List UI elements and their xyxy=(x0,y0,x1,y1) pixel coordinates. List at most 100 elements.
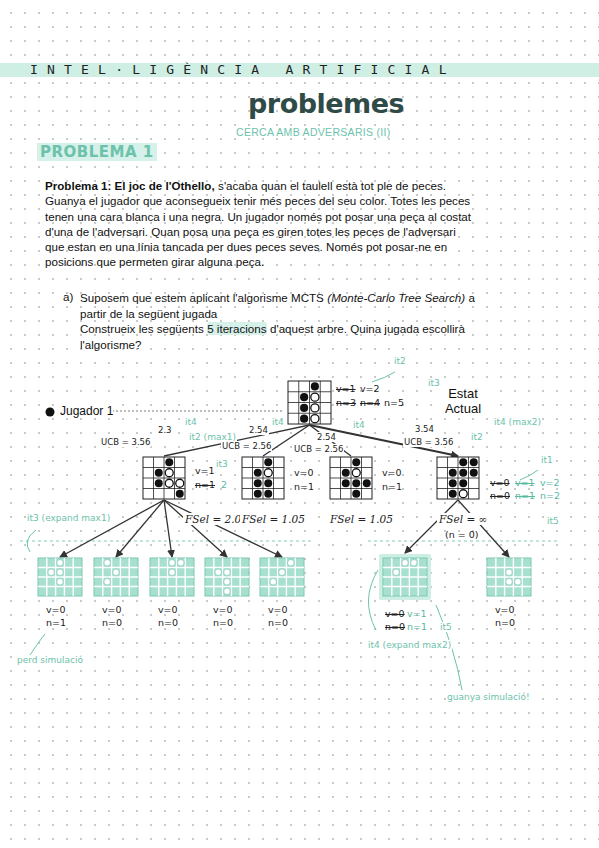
annotation: it4 xyxy=(184,417,198,427)
annotation: it4 (expand max2) xyxy=(367,640,452,650)
annotation: 2.54 xyxy=(316,432,337,442)
node-value: v=1 xyxy=(195,465,215,476)
board-drawing xyxy=(38,558,82,596)
node-value: n=0 xyxy=(385,621,405,632)
tree-edge xyxy=(164,425,310,456)
node-value: v=1 xyxy=(336,383,356,394)
board-drawing xyxy=(260,558,304,596)
annotation: it2 xyxy=(470,432,484,442)
annotation: it5 xyxy=(546,516,560,526)
label: CERCA AMB ADVERSARIS (II) xyxy=(236,126,391,138)
question-text: Suposem que estem aplicant l'algorisme M… xyxy=(80,291,324,304)
label: Estat Actual xyxy=(437,386,489,416)
node-value: 2 xyxy=(221,479,227,490)
fsel-value: FSel = ∞ xyxy=(437,513,489,525)
tree-edge xyxy=(164,500,227,557)
node-value: v=1 xyxy=(515,477,535,488)
annotation: guanya simulació! xyxy=(446,692,531,702)
board-drawing xyxy=(487,558,531,596)
board-drawing xyxy=(383,558,427,596)
node-value: n=3 xyxy=(336,397,356,408)
board-drawing xyxy=(330,457,372,499)
annotation: it1 xyxy=(540,455,554,465)
node-value: v=1 xyxy=(407,608,427,619)
annotation: UCB = 2.56 xyxy=(221,441,272,451)
question-text: Construeix les següents xyxy=(80,322,204,335)
dotted-divider xyxy=(368,540,560,541)
node-value: n=5 xyxy=(384,397,404,408)
board-drawing xyxy=(150,558,194,596)
node-value: n=0 xyxy=(158,617,178,628)
problem-paragraph: Problema 1: El joc de l'Othello,s'acaba … xyxy=(45,178,475,270)
question-text: Suposem que estem aplicant l'algorisme M… xyxy=(80,290,480,352)
annotation: it5 xyxy=(439,622,453,632)
label: INTEL·LIGÈNCIA ARTIFICIAL xyxy=(30,62,456,77)
board-drawing xyxy=(437,457,479,499)
annotation: UCB = 3.56 xyxy=(100,437,151,447)
annotation: UCB = 3.56 xyxy=(403,437,454,447)
mint-leader xyxy=(30,634,45,655)
node-value: n=1 xyxy=(407,621,427,632)
mint-leader xyxy=(372,372,395,382)
board-drawing xyxy=(143,457,185,499)
board-drawing xyxy=(242,457,284,499)
dotted-divider xyxy=(20,540,312,541)
annotation: 2.3 xyxy=(157,425,173,435)
label: a) xyxy=(63,290,73,303)
annotation: it4 xyxy=(352,420,366,430)
tree-edge xyxy=(164,500,172,557)
leaf-board: v=0n=0 xyxy=(487,558,531,596)
leaf-board: v=0n=0 xyxy=(205,558,249,596)
board-drawing xyxy=(288,381,331,424)
annotation: UCB = 2.56 xyxy=(293,444,344,454)
annotation: it3 xyxy=(215,459,229,469)
node-value: v=2 xyxy=(540,477,560,488)
tree-edge xyxy=(405,500,458,553)
child-board: v=0n=0v=1n=1v=2n=2FSel = ∞(n = 0) xyxy=(437,457,479,499)
node-value: v=0 xyxy=(46,604,66,615)
node-value: v=0 xyxy=(294,467,314,478)
child-board: v=1n=12FSel = 2.05 xyxy=(143,457,185,499)
question-text: (Monte-Carlo Tree Search) xyxy=(327,291,465,304)
node-value: n=0 xyxy=(102,617,122,628)
node-value: n=1 xyxy=(294,481,314,492)
annotation: 3.54 xyxy=(414,424,435,434)
node-value: v=0 xyxy=(385,608,405,619)
annotation: it3 xyxy=(427,378,441,388)
node-value: v=0 xyxy=(268,604,288,615)
label: PROBLEMA 1 xyxy=(37,143,157,161)
annotation: it3 (expand max1) xyxy=(26,513,111,523)
leaf-board: v=0n=0v=1n=1 xyxy=(383,558,427,596)
leaf-board: v=0n=0 xyxy=(94,558,138,596)
tree-edge xyxy=(60,500,164,557)
page-title: problemes xyxy=(248,88,404,119)
label: Jugador 1 xyxy=(60,404,113,418)
node-value: v=0 xyxy=(158,604,178,615)
board-drawing xyxy=(205,558,249,596)
node-value: n=1 xyxy=(195,479,215,490)
node-value: n=1 xyxy=(46,617,66,628)
node-value: n=0 xyxy=(268,617,288,628)
node-value: n=0 xyxy=(213,617,233,628)
annotation: perd simulació xyxy=(16,655,84,665)
node-value: (n = 0) xyxy=(445,529,478,540)
leaf-board: v=0n=0 xyxy=(150,558,194,596)
tree-edge xyxy=(116,500,164,557)
node-value: n=1 xyxy=(515,490,535,501)
node-value: v=0 xyxy=(490,477,510,488)
leaf-board: v=0n=0 xyxy=(260,558,304,596)
node-value: v=0 xyxy=(102,604,122,615)
node-value: n=0 xyxy=(495,617,515,628)
mint-leader xyxy=(27,530,36,552)
annotation: it4 xyxy=(271,417,285,427)
player-dot xyxy=(46,408,55,417)
dashed-leader xyxy=(112,411,284,412)
fsel-value: FSel = 1.05 xyxy=(328,513,395,525)
node-value: v=2 xyxy=(360,383,380,394)
paragraph-text: s'acaba quan el taulell està tot ple de … xyxy=(45,179,471,268)
tree-edge xyxy=(458,500,509,557)
child-board: v=0n=1FSel = 1.05 xyxy=(242,457,284,499)
question-text: 5 iteracions xyxy=(207,322,266,335)
node-value: n=1 xyxy=(382,481,402,492)
fsel-value: FSel = 1.05 xyxy=(240,513,307,525)
